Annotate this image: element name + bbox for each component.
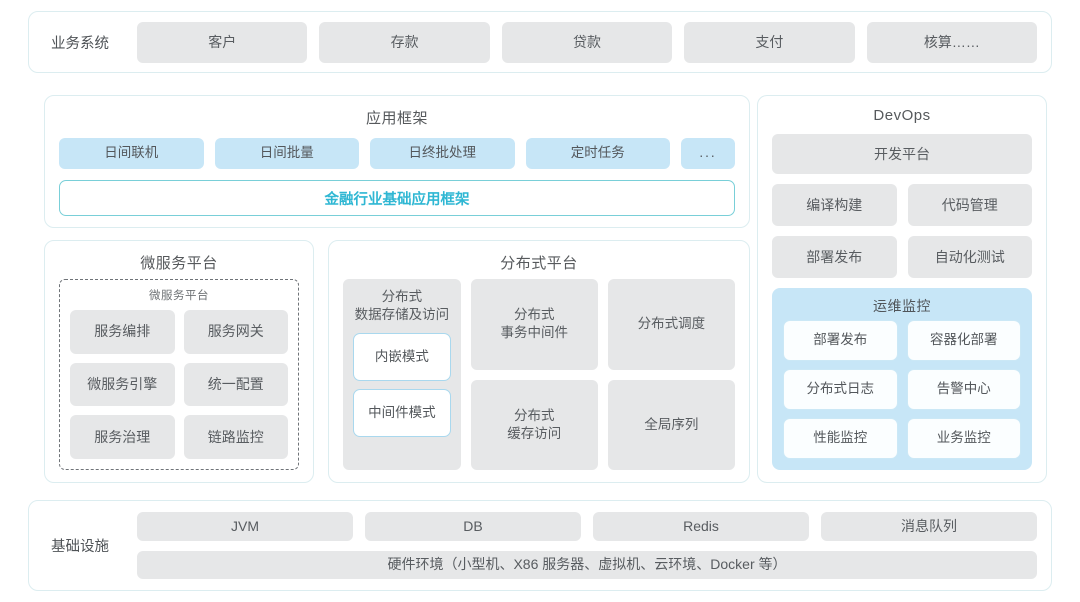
- ops-item-distributed-logging[interactable]: 分布式日志: [783, 369, 898, 410]
- microservice-item-gateway[interactable]: 服务网关: [183, 310, 288, 354]
- tag-scheduled-task[interactable]: 定时任务: [525, 138, 670, 169]
- devops-item-deploy-release[interactable]: 部署发布: [772, 236, 897, 278]
- ops-item-alert-center[interactable]: 告警中心: [906, 369, 1021, 410]
- devops-item-compile-build[interactable]: 编译构建: [772, 184, 897, 226]
- devops-panel: DevOps 开发平台 编译构建 代码管理 部署发布 自动化测试 运维监控 部署…: [757, 95, 1047, 483]
- business-system-customer[interactable]: 客户: [137, 22, 308, 63]
- distributed-platform-panel: 分布式平台 分布式 数据存储及访问 内嵌模式 中间件模式 分布式 事务中间件: [328, 240, 750, 483]
- microservice-platform-panel: 微服务平台 微服务平台 服务编排 服务网关 微服务引擎 统一配置 服务治理 链路…: [44, 240, 314, 483]
- application-framework-panel: 应用框架 日间联机 日间批量 日终批处理 定时任务 ... 金融行业基础应用框架: [44, 95, 750, 228]
- business-systems-label: 业务系统: [51, 35, 109, 52]
- ops-item-business-monitor[interactable]: 业务监控: [906, 418, 1021, 459]
- ops-monitoring-panel: 运维监控 部署发布 容器化部署 分布式日志 告警中心 性能监控 业务监控: [772, 288, 1032, 470]
- distributed-item-transaction-middleware[interactable]: 分布式 事务中间件: [470, 279, 598, 370]
- tag-daytime-online[interactable]: 日间联机: [59, 138, 204, 169]
- business-system-payment[interactable]: 支付: [684, 22, 855, 63]
- distributed-platform-body: 分布式 数据存储及访问 内嵌模式 中间件模式 分布式 事务中间件 分布式调度: [343, 279, 735, 470]
- distributed-items-grid: 分布式 事务中间件 分布式调度 分布式 缓存访问 全局序列: [470, 279, 735, 470]
- devops-title: DevOps: [873, 107, 931, 124]
- devops-item-code-management[interactable]: 代码管理: [907, 184, 1032, 226]
- distributed-platform-title: 分布式平台: [500, 255, 578, 272]
- microservice-dashed-group: 微服务平台 服务编排 服务网关 微服务引擎 统一配置 服务治理 链路监控: [59, 279, 299, 470]
- devops-items-row-1: 编译构建 代码管理: [772, 184, 1032, 226]
- distributed-item-0-line2: 事务中间件: [500, 325, 569, 341]
- tag-more-icon[interactable]: ...: [681, 138, 735, 169]
- distributed-storage-column: 分布式 数据存储及访问 内嵌模式 中间件模式: [343, 279, 461, 470]
- infrastructure-panel: 基础设施 JVM DB Redis 消息队列 硬件环境（小型机、X86 服务器、…: [28, 500, 1052, 591]
- ops-item-containerized-deploy[interactable]: 容器化部署: [906, 320, 1021, 361]
- microservice-items-grid: 服务编排 服务网关 微服务引擎 统一配置 服务治理 链路监控: [70, 310, 288, 459]
- microservice-platform-title: 微服务平台: [140, 255, 218, 272]
- infrastructure-content: JVM DB Redis 消息队列 硬件环境（小型机、X86 服务器、虚拟机、云…: [137, 512, 1037, 579]
- distributed-item-0-line1: 分布式: [514, 307, 555, 323]
- distributed-item-scheduling[interactable]: 分布式调度: [607, 279, 735, 370]
- application-framework-tags: 日间联机 日间批量 日终批处理 定时任务 ...: [59, 138, 735, 169]
- finance-base-framework-bar[interactable]: 金融行业基础应用框架: [59, 180, 735, 216]
- devops-items: 开发平台 编译构建 代码管理 部署发布 自动化测试: [772, 134, 1032, 278]
- infrastructure-item-db[interactable]: DB: [365, 512, 581, 541]
- distributed-storage-mode-embedded[interactable]: 内嵌模式: [353, 333, 451, 382]
- infrastructure-item-redis[interactable]: Redis: [593, 512, 809, 541]
- business-systems-panel: 业务系统 客户 存款 贷款 支付 核算……: [28, 11, 1052, 73]
- devops-item-automated-testing[interactable]: 自动化测试: [907, 236, 1032, 278]
- distributed-storage-title-line2: 数据存储及访问: [354, 307, 450, 323]
- distributed-storage-title: 分布式 数据存储及访问: [353, 288, 451, 324]
- microservice-item-unified-config[interactable]: 统一配置: [183, 362, 288, 407]
- infrastructure-hardware-environment[interactable]: 硬件环境（小型机、X86 服务器、虚拟机、云环境、Docker 等）: [137, 550, 1037, 579]
- business-systems-tiles: 客户 存款 贷款 支付 核算……: [137, 22, 1038, 63]
- distributed-item-global-sequence[interactable]: 全局序列: [607, 379, 735, 470]
- microservice-item-trace-monitor[interactable]: 链路监控: [183, 415, 288, 459]
- distributed-item-2-line2: 缓存访问: [507, 425, 562, 441]
- business-system-loan[interactable]: 贷款: [501, 22, 673, 63]
- distributed-storage-mode-middleware[interactable]: 中间件模式: [353, 389, 451, 438]
- infrastructure-item-message-queue[interactable]: 消息队列: [821, 512, 1037, 541]
- distributed-item-3-line1: 全局序列: [644, 416, 699, 432]
- business-system-deposit[interactable]: 存款: [319, 22, 490, 63]
- ops-item-performance-monitor[interactable]: 性能监控: [783, 418, 898, 459]
- ops-item-deploy-release[interactable]: 部署发布: [783, 320, 898, 361]
- infrastructure-item-jvm[interactable]: JVM: [137, 512, 353, 541]
- distributed-item-2-line1: 分布式: [514, 407, 555, 423]
- distributed-storage-title-line1: 分布式: [381, 289, 423, 304]
- distributed-item-cache-access[interactable]: 分布式 缓存访问: [470, 379, 598, 470]
- microservice-item-governance[interactable]: 服务治理: [70, 415, 175, 459]
- infrastructure-label: 基础设施: [51, 539, 109, 555]
- tag-end-of-day-batch[interactable]: 日终批处理: [370, 138, 515, 169]
- business-system-accounting[interactable]: 核算……: [866, 22, 1038, 63]
- devops-items-row-2: 部署发布 自动化测试: [772, 236, 1032, 278]
- ops-monitoring-items: 部署发布 容器化部署 分布式日志 告警中心 性能监控 业务监控: [783, 320, 1021, 459]
- ops-monitoring-title: 运维监控: [873, 298, 931, 314]
- infrastructure-items: JVM DB Redis 消息队列: [137, 512, 1037, 541]
- devops-item-dev-platform[interactable]: 开发平台: [772, 134, 1032, 174]
- microservice-item-engine[interactable]: 微服务引擎: [70, 362, 175, 407]
- application-framework-title: 应用框架: [365, 110, 428, 127]
- microservice-item-orchestration[interactable]: 服务编排: [70, 310, 175, 354]
- microservice-inner-title: 微服务平台: [149, 290, 209, 302]
- tag-daytime-batch[interactable]: 日间批量: [214, 138, 359, 169]
- distributed-item-1-line1: 分布式调度: [637, 316, 706, 332]
